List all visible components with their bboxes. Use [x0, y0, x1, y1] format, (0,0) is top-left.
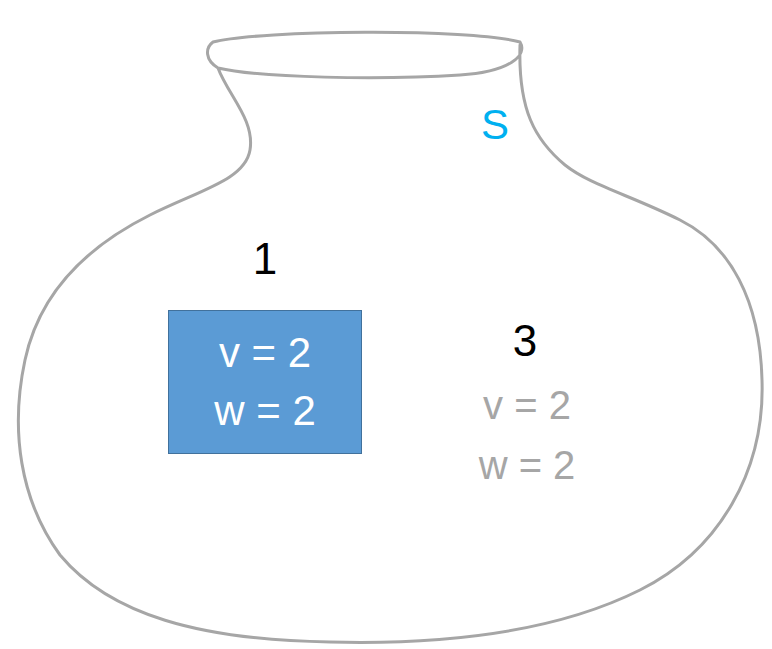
item-number: 3: [425, 314, 625, 367]
item-value: v = 2: [427, 381, 627, 429]
item-number: 1: [168, 232, 362, 285]
item-attribute: w = 2: [179, 382, 351, 440]
item-weight: w = 2: [427, 441, 627, 489]
pot-outline: [18, 32, 762, 642]
item-attribute: v = 2: [179, 324, 351, 382]
item-fill: v = 2w = 2: [168, 310, 362, 454]
set-label: S: [395, 100, 595, 150]
item-box: 1 v = 2w = 2: [168, 232, 362, 454]
